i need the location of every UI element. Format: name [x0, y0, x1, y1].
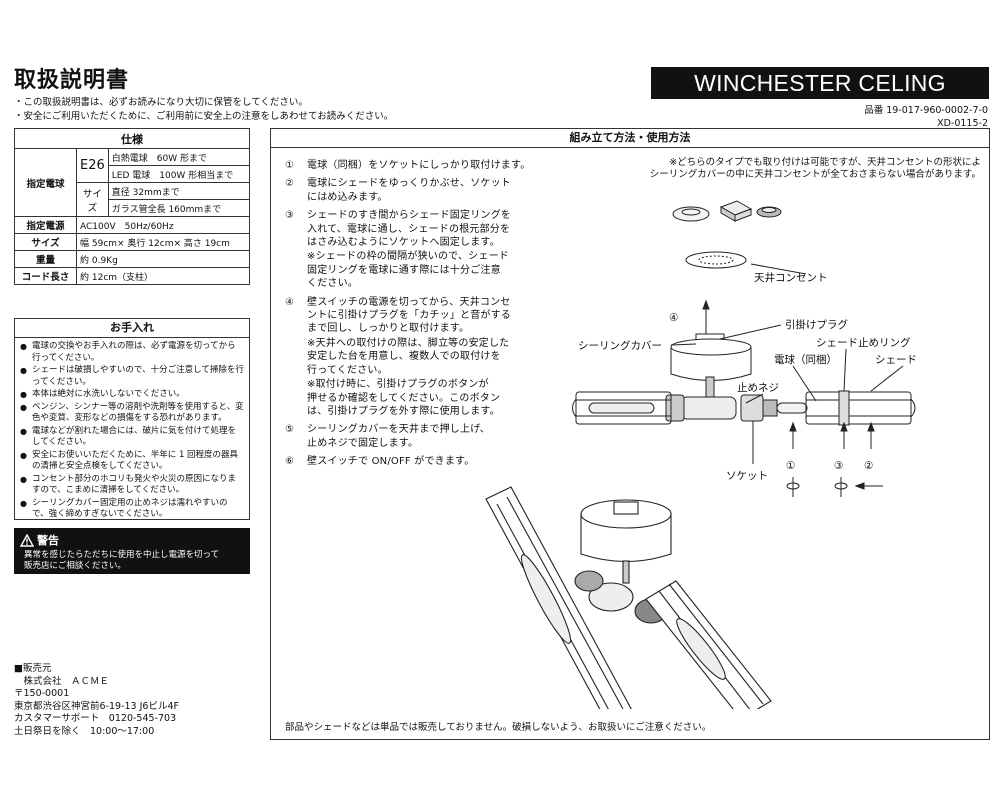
product-name-banner: WINCHESTER CELING LIGHT2 — [651, 67, 989, 128]
label-ceiling-cover: シーリングカバー — [578, 339, 662, 352]
spec-dims-value: 幅 59cm× 奥行 12cm× 高さ 19cm — [76, 233, 250, 251]
step-2: ② 電球にシェードをゆっくりかぶせ、ソケット にはめ込みます。 — [285, 178, 511, 203]
spec-power-value: AC100V 50Hz/60Hz — [76, 216, 250, 234]
warning-text: 異常を感じたらただちに使用を中止し電源を切って 販売店にご相談ください。 — [14, 548, 250, 572]
care-item: 電球などが割れた場合には、破片に気を付けて処理をしてください。 — [20, 426, 244, 449]
spec-weight-value: 約 0.9Kg — [76, 250, 250, 268]
spec-size-diameter: 直径 32mmまで — [107, 182, 251, 200]
label-shade: シェード — [875, 354, 917, 366]
seller-line: カスタマーサポート 0120-545-703 — [14, 713, 177, 725]
spec-power-label: 指定電源 — [14, 216, 77, 234]
rotation-arrow-icon — [834, 477, 848, 497]
step-4-note-1: ※天井への取付けの際は、脚立等の安定した 安定した台を用意し、複数人での取付けを… — [307, 337, 510, 376]
care-item: コンセント部分のホコリも発火や火災の原因になりますので、こまめに清掃をしてくださ… — [20, 474, 244, 497]
step-1: ① 電球（同梱）をソケットにしっかり取付けます。 — [285, 160, 531, 171]
warning-triangle-icon — [20, 533, 34, 547]
label-shade-ring: シェード止めリング — [816, 336, 911, 349]
seller-line: ■販売元 — [14, 663, 52, 674]
assembly-steps: ① 電球（同梱）をソケットにしっかり取付けます。 ② 電球にシェードをゆっくりか… — [285, 159, 553, 474]
assembly-title: 組み立て方法・使用方法 — [271, 129, 989, 148]
spec-bulb-label: 指定電球 — [14, 148, 77, 217]
spec-bulb-led: LED 電球 100W 形相当まで — [107, 165, 251, 183]
seller-line: 東京都渋谷区神宮前6-19-13 J6ビル4F — [14, 700, 179, 712]
label-ceiling-outlet: 天井コンセント — [754, 271, 828, 284]
label-number-2: ② — [864, 460, 873, 472]
header-note: ・安全にご利用いただくために、ご利用前に安全上の注意をしあわせてお読みください。 — [14, 111, 394, 122]
label-number-3: ③ — [834, 460, 843, 472]
diagram-note: ※どちらのタイプでも取り付けは可能ですが、天井コンセントの形状によ シーリングカ… — [649, 157, 981, 180]
step-4: ④ 壁スイッチの電源を切ってから、天井コンセ ントに引掛けプラグを「カチッ」と音… — [285, 296, 553, 419]
label-stop-screw: 止めネジ — [737, 382, 779, 394]
care-item: 本体は絶対に水洗いしないでください。 — [20, 389, 244, 401]
product-codes: 品番 19-017-960-0002-7-0 XD-0115-2 — [864, 104, 988, 130]
assembly-section: 組み立て方法・使用方法 ① 電球（同梱）をソケットにしっかり取付けます。 ② 電… — [270, 128, 990, 740]
step-5: ⑤ シーリングカバーを天井まで押し上げ、 止めネジで固定します。 — [285, 424, 490, 449]
product-code: 品番 19-017-960-0002-7-0 — [864, 105, 988, 116]
ceiling-outlet-square-icon — [719, 200, 753, 222]
spec-table: 仕様 指定電球 E26 白熱電球 60W 形まで LED 電球 100W 形相当… — [14, 128, 251, 285]
ceiling-outlet-round-icon — [672, 206, 710, 222]
spec-title: 仕様 — [14, 128, 250, 149]
left-shade-cage — [572, 391, 672, 425]
assembly-diagram: 天井コンセント 引掛けプラグ ④ シーリングカバー シェード止めリング 電球（同… — [485, 200, 917, 709]
care-item: シェードは破損しやすいので、十分ご注意して掃除を行ってください。 — [20, 365, 244, 388]
label-step-4-number: ④ — [669, 312, 678, 324]
ceiling-outlet-flush-icon — [756, 206, 782, 218]
label-bulb: 電球（同梱） — [774, 353, 837, 366]
seller-line: 〒150-0001 — [14, 688, 70, 700]
spec-size-label: サイズ — [76, 182, 109, 217]
model-code: XD-0115-2 — [937, 118, 988, 129]
care-title: お手入れ — [15, 319, 249, 338]
rotation-arrow-icon — [786, 477, 800, 497]
care-item: 安全にお使いいただくために、半年に 1 回程度の器具の清掃と安全点検をしてくださ… — [20, 450, 244, 473]
care-item: 電球の交換やお手入れの際は、必ず電源を切ってから行ってください。 — [20, 341, 244, 364]
spec-bulb-incandescent: 白熱電球 60W 形まで — [107, 148, 251, 166]
warning-title: 警告 — [37, 534, 59, 547]
fixture-perspective-illustration — [485, 486, 772, 709]
seller-line: 株式会社 ＡＣＭＥ — [14, 675, 110, 687]
header-note: ・この取扱説明書は、必ずお読みになり大切に保管をしてください。 — [14, 97, 308, 108]
label-plug: 引掛けプラグ — [785, 318, 848, 331]
warning-line: 販売店にご相談ください。 — [24, 561, 126, 571]
seller-info: ■販売元 株式会社 ＡＣＭＥ 〒150-0001 東京都渋谷区神宮前6-19-1… — [14, 663, 179, 739]
ceiling-plate — [685, 251, 747, 269]
care-list: 電球の交換やお手入れの際は、必ず電源を切ってから行ってください。 シェードは破損… — [15, 338, 249, 521]
seller-line: 土日祭日を除く 10:00〜17:00 — [14, 725, 155, 737]
warning-line: 異常を感じたらただちに使用を中止し電源を切って — [24, 550, 220, 560]
label-number-1: ① — [786, 460, 795, 472]
step-4-note-2: ※取付け時に、引掛けプラグのボタンが 押せるか確認をしてください。このボタン は… — [307, 379, 501, 417]
care-item: ベンジン、シンナー等の溶剤や洗剤等を使用すると、変色や変質、変形などの損傷をする… — [20, 402, 244, 425]
header-notes: ・この取扱説明書は、必ずお読みになり大切に保管をしてください。 ・安全にご利用い… — [14, 96, 393, 124]
care-item: シーリングカバー固定用の止めネジは濡れやすいので、強く締めすぎないでください。 — [20, 498, 244, 521]
document-title: 取扱説明書 — [14, 68, 130, 93]
right-shade-cage — [805, 390, 916, 426]
ceiling-cover — [670, 333, 752, 398]
spec-cord-label: コード長さ — [14, 267, 77, 285]
spec-weight-label: 重量 — [14, 250, 77, 268]
spec-dims-label: サイズ — [14, 233, 77, 251]
warning-box: 警告 異常を感じたらただちに使用を中止し電源を切って 販売店にご相談ください。 — [14, 528, 250, 574]
spec-size-glass: ガラス管全長 160mmまで — [107, 199, 251, 217]
spec-socket-type: E26 — [76, 148, 109, 183]
care-section: お手入れ 電球の交換やお手入れの際は、必ず電源を切ってから行ってください。 シェ… — [14, 318, 250, 520]
fixture-body — [665, 394, 808, 422]
footer-note: 部品やシェードなどは単品では販売しておりません。破損しないよう、お取扱いにご注意… — [285, 722, 712, 733]
step-6: ⑥ 壁スイッチで ON/OFF ができます。 — [285, 456, 475, 468]
label-socket: ソケット — [726, 470, 768, 482]
step-3: ③ シェードのすき間からシェード固定リングを 入れて、電球に通し、シェードの根元… — [285, 209, 553, 290]
spec-cord-value: 約 12cm（支柱） — [76, 267, 250, 285]
step-3-note: ※シェードの枠の間隔が狭いので、シェード 固定リングを電球に通す際には十分ご注意… — [307, 251, 509, 290]
